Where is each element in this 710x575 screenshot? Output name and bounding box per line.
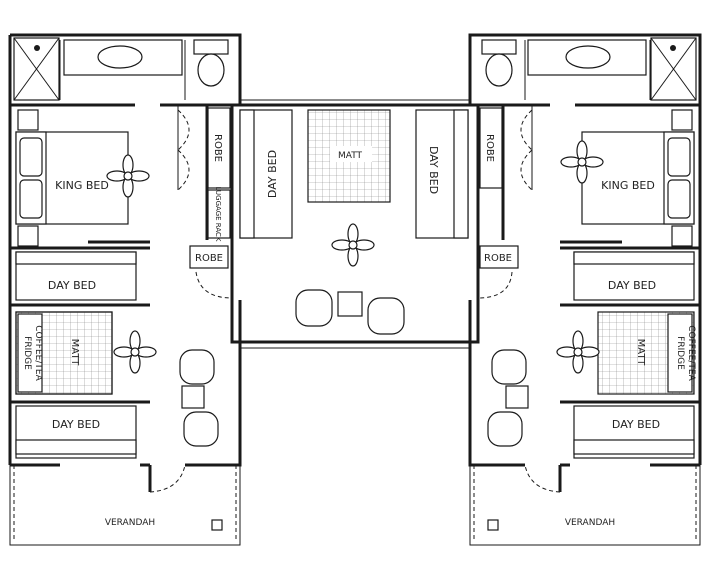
right-villa: ROBE ROBE KING BED DAY BED MATT FRIDGE C… (468, 33, 702, 546)
chair-right-bottom (487, 411, 523, 447)
toilet-icon (485, 53, 513, 87)
ceiling-fan-icon (113, 330, 157, 374)
drain-icon (34, 45, 40, 51)
verandah-left-label: VERANDAH (105, 518, 155, 528)
chair-left-top (179, 349, 215, 385)
side-table-left (181, 385, 205, 409)
robe-upper-right (479, 107, 503, 189)
king-bed-right-label: KING BED (601, 179, 655, 192)
chair-right-top (491, 349, 527, 385)
side-table-center (337, 291, 363, 317)
day-bed-left-lower-label: DAY BED (52, 418, 100, 431)
luggage-rack (207, 189, 231, 239)
day-bed-center-right-label: DAY BED (427, 146, 440, 194)
ceiling-fan-icon (556, 330, 600, 374)
king-bed-left-label: KING BED (55, 179, 109, 192)
fridge-right (667, 313, 693, 393)
day-bed-right-upper-label: DAY BED (608, 279, 656, 292)
chair-center-right (367, 297, 405, 335)
robe-upper-left (207, 107, 231, 189)
fridge-left-label: FRIDGE (22, 336, 32, 370)
basin-icon (565, 45, 611, 69)
toilet-cistern-right (481, 39, 517, 55)
robe-lower-left-label: ROBE (195, 253, 223, 264)
fridge-left (17, 313, 43, 393)
matt-right-label: MATT (635, 339, 646, 367)
robe-lower-right-label: ROBE (484, 253, 512, 264)
ceiling-fan-icon (331, 223, 375, 267)
day-bed-right-lower-label: DAY BED (612, 418, 660, 431)
matt-left-label: MATT (69, 339, 80, 367)
drain-icon (670, 45, 676, 51)
side-table-right (505, 385, 529, 409)
day-bed-left-upper-label: DAY BED (48, 279, 96, 292)
toilet-icon (197, 53, 225, 87)
robe-lower-right (479, 245, 519, 269)
coffee-right-label: COFFEE/TEA (686, 325, 696, 381)
coffee-left-label: COFFEE/TEA (33, 325, 43, 381)
verandah-right-label: VERANDAH (565, 518, 615, 528)
basin-icon (97, 45, 143, 69)
chair-center-left (295, 289, 333, 327)
chair-left-bottom (183, 411, 219, 447)
central-lounge: DAY BED MATT DAY BED (230, 99, 480, 349)
fridge-right-label: FRIDGE (675, 336, 685, 370)
day-bed-center-left-label: DAY BED (266, 150, 279, 198)
luggage-rack-label: LUGGAGE RACK (214, 187, 222, 242)
robe-upper-right-label: ROBE (484, 134, 495, 162)
matt-center-label: MATT (338, 151, 363, 161)
robe-upper-left-label: ROBE (212, 134, 223, 162)
left-villa: ROBE LUGGAGE RACK ROBE KING BED DAY BED … (8, 33, 242, 546)
toilet-cistern-left (193, 39, 229, 55)
robe-lower-left (189, 245, 229, 269)
